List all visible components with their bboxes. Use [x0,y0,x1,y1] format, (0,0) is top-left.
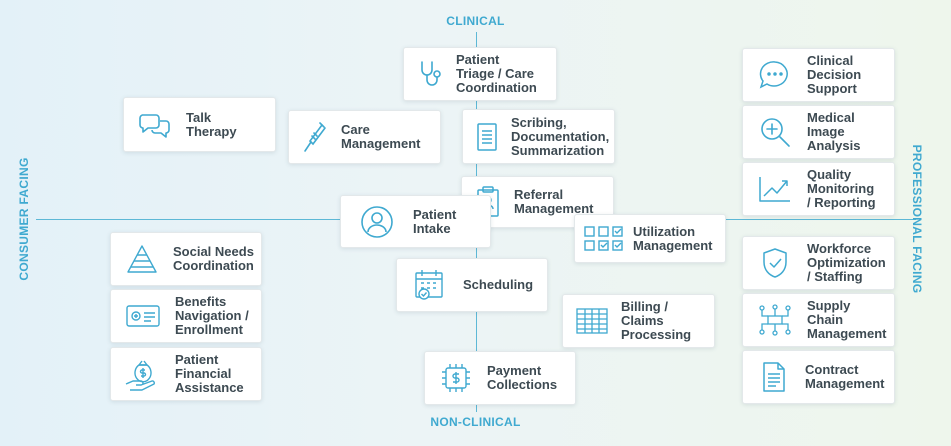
magnifier-icon [743,115,807,149]
card-contract-management[interactable]: Contract Management [742,350,895,404]
card-label: Payment Collections [487,363,558,392]
card-medical-image-analysis[interactable]: Medical Image Analysis [742,105,895,159]
pyramid-icon [111,243,173,275]
card-label: Supply Chain Management [807,298,887,341]
card-clinical-decision-support[interactable]: Clinical Decision Support [742,48,895,102]
card-label: Social Needs Coordination [173,244,254,273]
card-talk-therapy[interactable]: Talk Therapy [123,97,276,152]
axis-label-professional-facing: PROFESSIONAL FACING [910,144,924,294]
card-label: Workforce Optimization / Staffing [807,241,886,284]
card-supply-chain[interactable]: Supply Chain Management [742,293,895,347]
card-label: Contract Management [805,362,885,391]
card-label: Benefits Navigation / Enrollment [175,294,249,337]
stethoscope-icon [404,58,456,90]
axis-label-clinical: CLINICAL [446,14,505,28]
card-label: Medical Image Analysis [807,110,861,153]
card-payment-collections[interactable]: Payment Collections [424,351,576,405]
syringe-icon [289,120,341,154]
axis-label-non-clinical: NON-CLINICAL [430,415,521,429]
spreadsheet-icon [563,306,621,336]
card-label: Care Management [341,122,421,151]
card-utilization-management[interactable]: Utilization Management [574,214,726,263]
chat-bubbles-icon [124,109,186,141]
card-patient-intake[interactable]: Patient Intake [340,195,491,248]
card-patient-financial-assistance[interactable]: Patient Financial Assistance [110,347,262,401]
speech-bubble-icon [743,59,807,91]
dollar-chip-icon [425,361,487,395]
card-care-management[interactable]: Care Management [288,110,441,164]
card-label: Talk Therapy [186,109,237,139]
id-card-icon [111,302,175,330]
card-label: Scribing, Documentation, Summarization [511,114,610,158]
card-label: Referral Management [514,187,594,216]
card-label: Scheduling [463,277,534,292]
card-label: Quality Monitoring / Reporting [807,167,876,210]
money-bag-hand-icon [111,357,175,391]
card-workforce-optimization[interactable]: Workforce Optimization / Staffing [742,236,895,290]
contract-document-icon [743,360,805,394]
card-label: Utilization Management [633,223,713,253]
card-label: Patient Intake [413,206,457,236]
calendar-icon [397,268,463,302]
document-icon [463,121,511,153]
card-billing-claims[interactable]: Billing / Claims Processing [562,294,715,348]
card-label: Billing / Claims Processing [621,299,692,342]
card-label: Patient Triage / Care Coordination [456,52,537,95]
card-patient-triage[interactable]: Patient Triage / Care Coordination [403,47,557,101]
card-social-needs[interactable]: Social Needs Coordination [110,232,262,286]
card-label: Patient Financial Assistance [175,352,244,395]
line-chart-icon [743,174,807,204]
card-quality-monitoring[interactable]: Quality Monitoring / Reporting [742,162,895,216]
checklist-grid-icon [575,224,633,254]
card-scribing[interactable]: Scribing, Documentation, Summarization [462,109,615,164]
card-scheduling[interactable]: Scheduling [396,258,548,312]
network-icon [743,303,807,337]
card-label: Clinical Decision Support [807,53,862,96]
shield-check-icon [743,246,807,280]
person-icon [341,204,413,240]
axis-label-consumer-facing: CONSUMER FACING [17,157,31,281]
card-benefits-navigation[interactable]: Benefits Navigation / Enrollment [110,289,262,343]
